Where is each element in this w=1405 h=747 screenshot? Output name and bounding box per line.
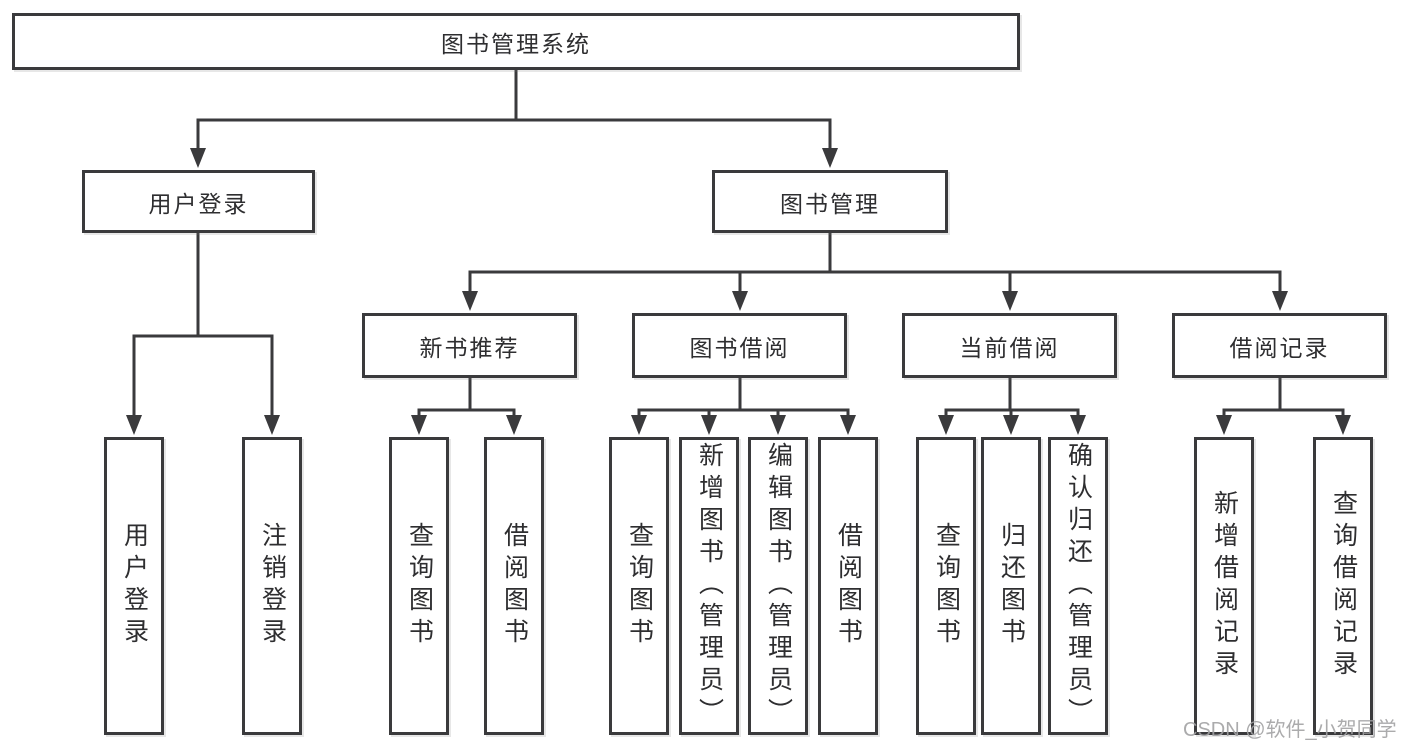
leaf-borrow-query-label: 查询图书 <box>625 522 654 650</box>
node-root-label: 图书管理系统 <box>441 30 591 57</box>
arrowhead <box>126 415 142 435</box>
arrowhead <box>1070 415 1086 435</box>
leaf-current-query: 查询图书 <box>916 437 976 735</box>
arrowhead <box>1216 415 1232 435</box>
node-current-borrow: 当前借阅 <box>902 313 1117 378</box>
arrowhead <box>411 415 427 435</box>
leaf-add-record-label: 新增借阅记录 <box>1210 490 1239 682</box>
arrowhead <box>1002 291 1018 311</box>
leaf-user-login-label: 用户登录 <box>120 522 149 650</box>
node-book-borrow-label: 图书借阅 <box>689 334 790 361</box>
leaf-borrow-add-book-label: 新增图书（管理员） <box>695 442 724 730</box>
node-user-login-label: 用户登录 <box>148 190 249 217</box>
node-borrow-record-label: 借阅记录 <box>1229 334 1330 361</box>
leaf-newbook-query: 查询图书 <box>389 437 449 735</box>
leaf-confirm-return-label: 确认归还（管理员） <box>1064 442 1093 730</box>
node-book-mgmt-label: 图书管理 <box>780 190 880 217</box>
connector-root <box>196 70 832 150</box>
leaf-borrow-book-label: 借阅图书 <box>834 522 863 650</box>
arrowhead <box>190 148 206 168</box>
arrowhead <box>506 415 522 435</box>
node-book-borrow: 图书借阅 <box>632 313 847 378</box>
leaf-query-record: 查询借阅记录 <box>1313 437 1373 735</box>
arrowhead <box>1003 415 1019 435</box>
arrowhead <box>264 415 280 435</box>
leaf-query-record-label: 查询借阅记录 <box>1329 490 1358 682</box>
arrowhead <box>1272 291 1288 311</box>
connector-mgmt-branch <box>468 233 1282 292</box>
leaf-borrow-book: 借阅图书 <box>818 437 878 735</box>
connector-user-branch <box>132 233 274 416</box>
leaf-return-book: 归还图书 <box>981 437 1041 735</box>
arrowhead <box>938 415 954 435</box>
arrowhead <box>631 415 647 435</box>
arrowhead <box>840 415 856 435</box>
arrowhead <box>701 415 717 435</box>
connector-record-branch <box>1222 378 1345 417</box>
node-root: 图书管理系统 <box>12 13 1020 70</box>
leaf-add-record: 新增借阅记录 <box>1194 437 1254 735</box>
connector-borrow-branch <box>637 378 850 417</box>
leaf-confirm-return: 确认归还（管理员） <box>1048 437 1108 735</box>
arrowhead <box>1335 415 1351 435</box>
leaf-newbook-borrow-label: 借阅图书 <box>500 522 529 650</box>
node-borrow-record: 借阅记录 <box>1172 313 1387 378</box>
node-book-mgmt: 图书管理 <box>712 170 948 233</box>
node-new-book-recommend-label: 新书推荐 <box>419 334 520 361</box>
watermark: CSDN @软件_小贺同学 <box>1183 719 1397 741</box>
leaf-newbook-query-label: 查询图书 <box>405 522 434 650</box>
arrowhead <box>770 415 786 435</box>
node-current-borrow-label: 当前借阅 <box>959 334 1060 361</box>
leaf-newbook-borrow: 借阅图书 <box>484 437 544 735</box>
arrowhead <box>462 291 478 311</box>
connector-newbook-branch <box>417 378 516 417</box>
node-new-book-recommend: 新书推荐 <box>362 313 577 378</box>
leaf-user-login: 用户登录 <box>104 437 164 735</box>
leaf-current-query-label: 查询图书 <box>932 522 961 650</box>
leaf-user-logout-label: 注销登录 <box>258 522 287 650</box>
leaf-borrow-add-book: 新增图书（管理员） <box>679 437 739 735</box>
node-user-login: 用户登录 <box>82 170 315 233</box>
leaf-borrow-edit-book-label: 编辑图书（管理员） <box>764 442 793 730</box>
leaf-borrow-edit-book: 编辑图书（管理员） <box>748 437 808 735</box>
connector-current-branch <box>944 378 1080 417</box>
leaf-user-logout: 注销登录 <box>242 437 302 735</box>
leaf-borrow-query: 查询图书 <box>609 437 669 735</box>
arrowhead <box>822 148 838 168</box>
leaf-return-book-label: 归还图书 <box>997 522 1026 650</box>
arrowhead <box>732 291 748 311</box>
